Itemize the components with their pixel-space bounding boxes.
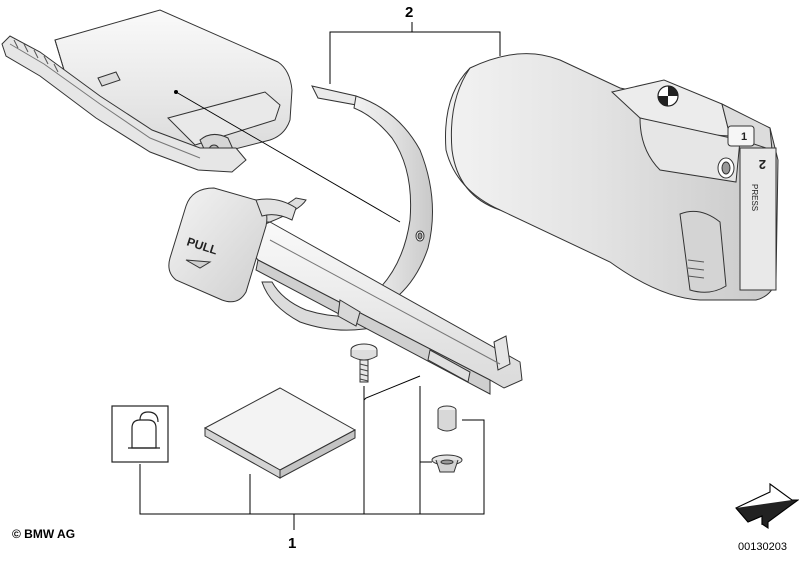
copyright-notice: © BMW AG [12, 527, 76, 541]
foam-pad [203, 387, 357, 479]
document-number: 00130203 [738, 541, 787, 553]
cover-trim-strip [1, 35, 247, 173]
callout-1: 1 [288, 535, 297, 552]
screw [350, 343, 378, 383]
torch-mode-one: 1 [741, 131, 747, 143]
next-arrow-icon[interactable] [735, 482, 799, 530]
callout-2-bracket [329, 22, 501, 84]
callout-2: 2 [405, 4, 414, 21]
callout-1-bracket [139, 375, 485, 530]
bmw-roundel-icon [657, 85, 679, 107]
press-label: PRESS [750, 184, 759, 211]
rechargeable-flashlight [445, 53, 779, 301]
torch-mode-two: 2 [759, 157, 766, 172]
care-instruction-icon [111, 405, 169, 463]
clip-nut [431, 454, 463, 473]
pull-release-handle: PULL [168, 187, 297, 303]
leader-line-compartment [175, 91, 401, 223]
spacer-bush [437, 405, 457, 432]
